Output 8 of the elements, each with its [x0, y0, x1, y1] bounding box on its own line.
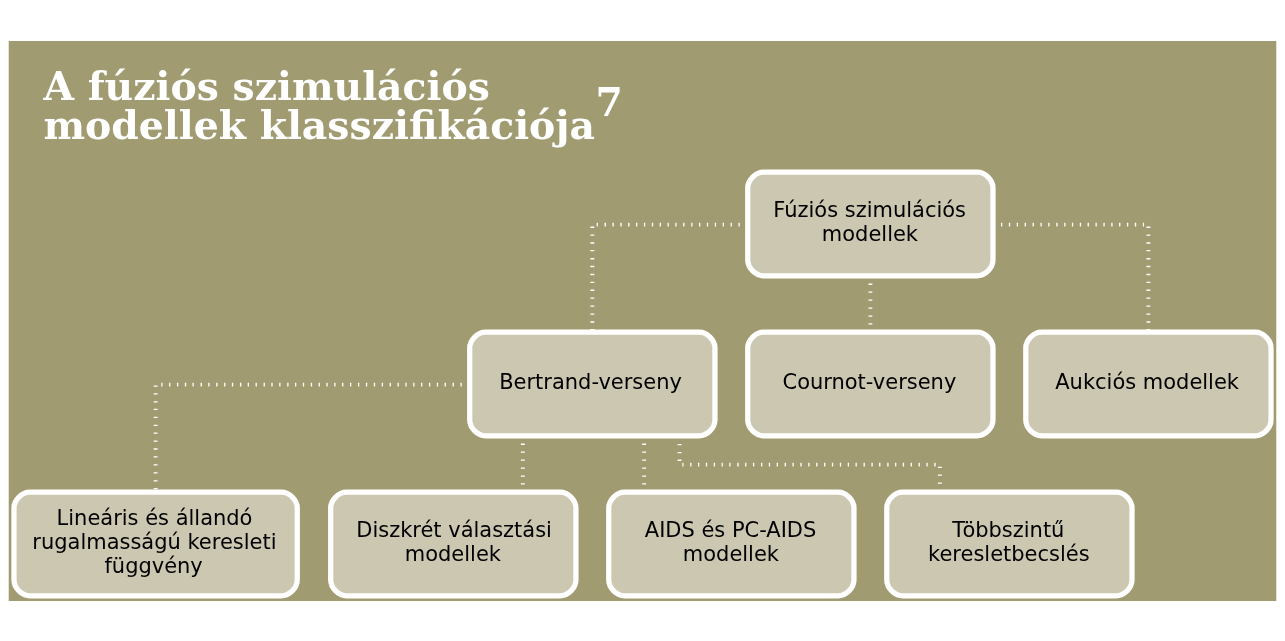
node-box: Cournot-verseny: [745, 329, 996, 438]
node-box: Fúziós szimulációs modellek: [745, 169, 996, 278]
node-box: Bertrand-verseny: [467, 329, 718, 438]
node-box: Többszintű keresletbecslés: [884, 489, 1135, 598]
node-box: AIDS és PC-AIDS modellek: [606, 489, 857, 598]
node-box: Diszkrét választási modellek: [328, 489, 579, 598]
node-box: Aukciós modellek: [1023, 329, 1274, 438]
node-box: Lineáris és állandó rugalmasságú keresleti függvény: [11, 489, 300, 598]
